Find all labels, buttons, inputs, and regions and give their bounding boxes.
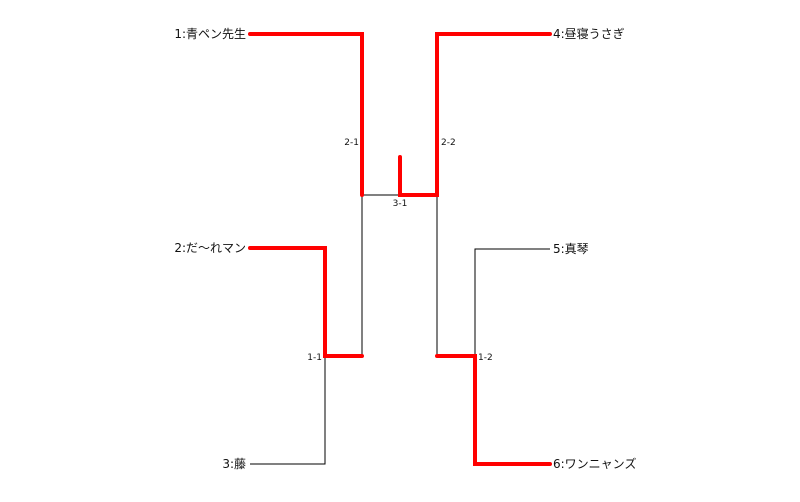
winner-path-p6: [435, 354, 552, 466]
player-label-1: 1:青ペン先生: [174, 27, 246, 41]
bracket-lines: [250, 194, 550, 465]
line-p3-to-m1-1: [250, 356, 326, 465]
player-labels: 1:青ペン先生 2:だ〜れマン 3:藤 4:昼寝うさぎ 5:真琴 6:ワンニャン…: [174, 26, 636, 471]
winner-path-p4: [398, 32, 552, 197]
match-labels: 1-1 1-2 2-1 2-2 3-1: [307, 138, 492, 363]
player-label-6: 6:ワンニャンズ: [553, 456, 636, 471]
player-label-2: 2:だ〜れマン: [174, 241, 246, 255]
match-label-1-2: 1-2: [478, 353, 493, 363]
match-label-3-1: 3-1: [393, 199, 408, 209]
match-label-2-2: 2-2: [441, 138, 456, 148]
winner-path-p2: [248, 246, 364, 358]
line-p5-to-m1-2: [474, 248, 550, 356]
winner-paths: [248, 32, 552, 466]
winner-path-p1: [248, 32, 364, 197]
player-label-4: 4:昼寝うさぎ: [553, 26, 625, 41]
match-label-1-1: 1-1: [307, 353, 322, 363]
player-label-3: 3:藤: [222, 457, 246, 471]
match-label-2-1: 2-1: [344, 138, 359, 148]
player-label-5: 5:真琴: [553, 242, 589, 256]
